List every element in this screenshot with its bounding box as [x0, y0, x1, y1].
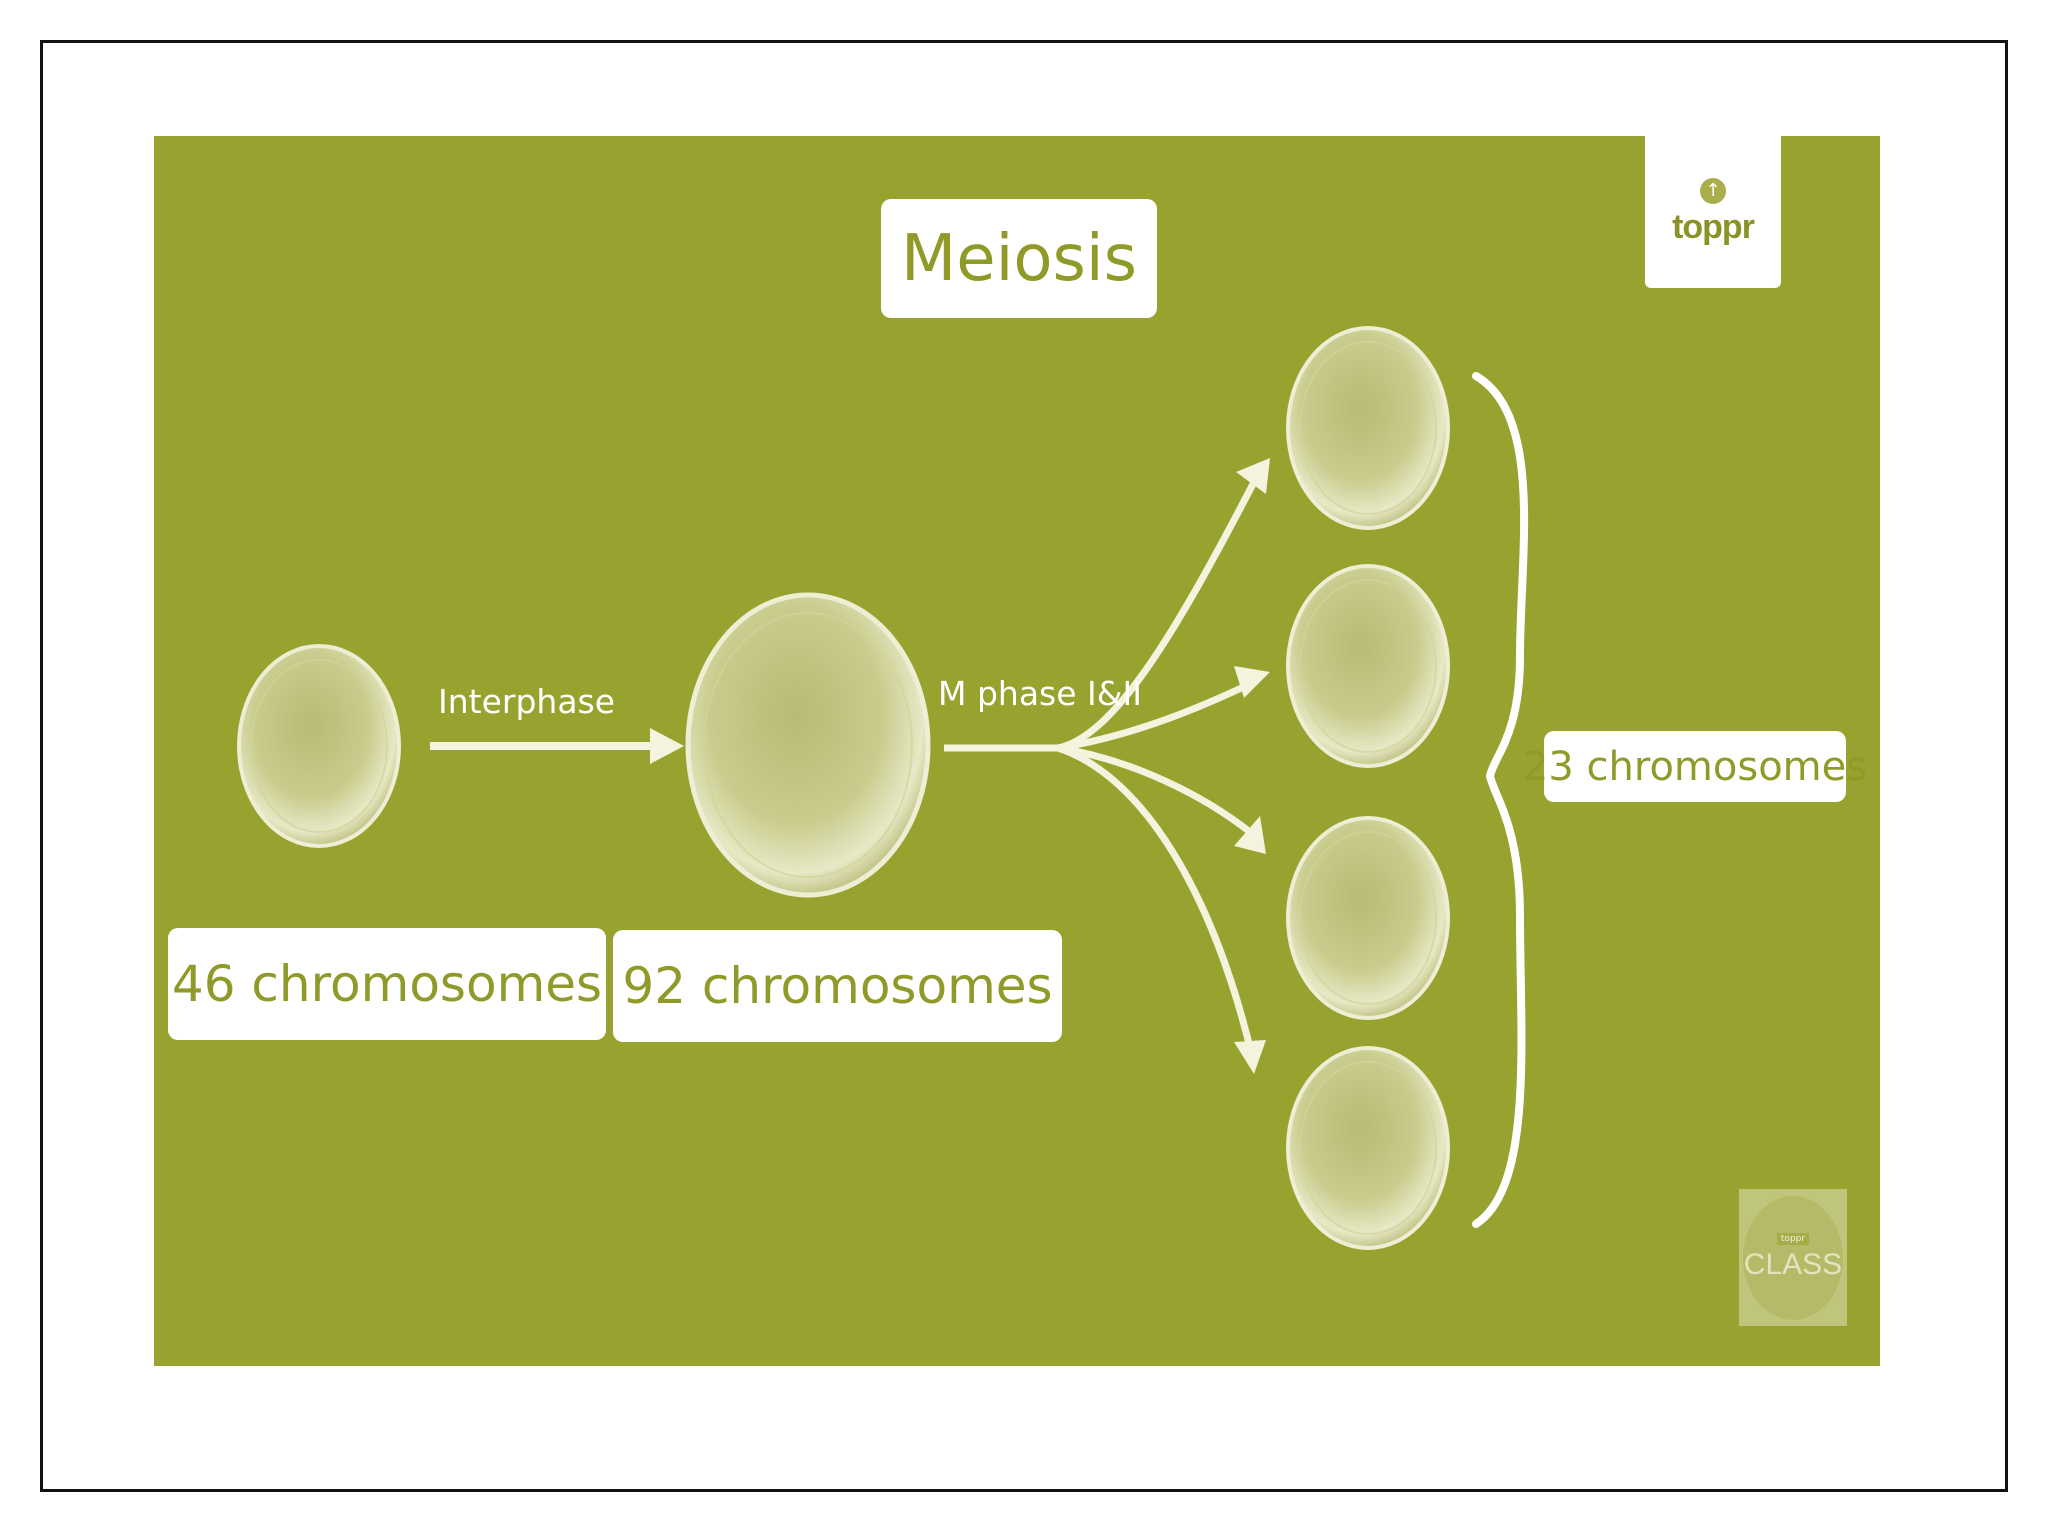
logo-text: toppr: [1672, 207, 1755, 246]
curly-brace: [1472, 372, 1529, 1228]
parent-cell: [237, 644, 401, 848]
interphase-label: Interphase: [438, 682, 616, 721]
interphase-arrow: [430, 728, 684, 764]
m-phase-arrows: [944, 480, 1258, 1057]
daughter-cell: [1286, 564, 1450, 768]
daughter-cell: [1286, 326, 1450, 530]
up-arrow-circle-icon: ↑: [1700, 177, 1726, 204]
class-watermark: toppr CLASS: [1739, 1189, 1847, 1326]
diagram-graphics: [237, 326, 1529, 1250]
diagram-title: Meiosis: [881, 199, 1157, 318]
daughter-cell: [1286, 816, 1450, 1020]
toppr-logo: ↑ toppr: [1645, 136, 1781, 288]
replicated-cell: [685, 592, 931, 898]
parent-chromosome-label: 46 chromosomes: [168, 928, 606, 1040]
replicated-chromosome-label: 92 chromosomes: [613, 930, 1062, 1042]
arrow-heads: [1234, 458, 1270, 1074]
outer-frame: [40, 40, 2008, 1492]
daughter-chromosome-label: 23 chromosomes: [1523, 731, 1867, 802]
diagram-panel: Meiosis ↑ toppr Interphase M phase I&II …: [154, 136, 1880, 1366]
watermark-tag: toppr: [1776, 1233, 1810, 1245]
m-phase-label: M phase I&II: [938, 674, 1142, 713]
watermark-text: CLASS: [1743, 1248, 1843, 1281]
daughter-cell: [1286, 1046, 1450, 1250]
watermark-badge: toppr CLASS: [1743, 1195, 1843, 1320]
